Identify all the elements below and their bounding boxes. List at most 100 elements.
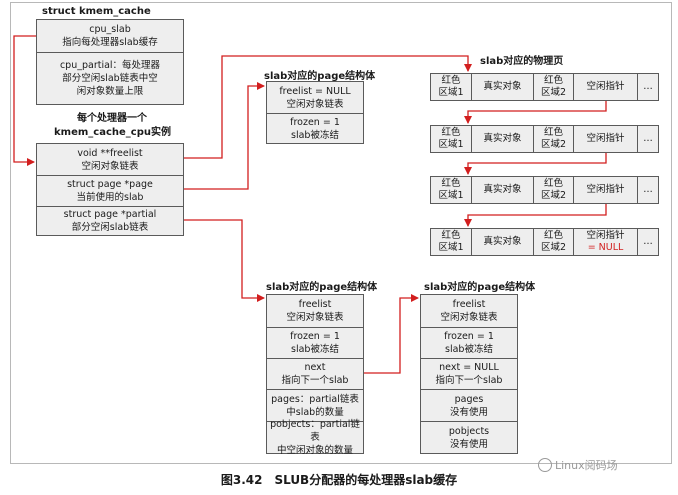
cpu-slab-arrow [13,35,36,166]
field-line: freelist [298,299,332,310]
page-struct-title: slab对应的page结构体 [264,71,376,82]
field-line: frozen = 1 [444,331,494,342]
cell-line: 区域1 [438,242,464,253]
free-pointer: 空闲指针 [573,177,637,203]
watermark: Linux阅码场 [538,457,618,473]
cell-line: 区域1 [438,190,464,201]
pages-field: pages：partial链表中slab的数量 [267,389,363,421]
field-line: pobjects [448,425,490,437]
field-line: slab被冻结 [291,129,339,141]
red-zone-2: 红色区域2 [533,126,573,152]
real-object: 真实对象 [471,126,533,152]
null-marker: = NULL [587,242,624,253]
field-line: 空闲对象链表 [81,160,139,172]
cell-line: 区域2 [540,139,567,150]
field-line: frozen = 1 [290,331,340,342]
page-freelist-field: freelist = NULL 空闲对象链表 [267,82,363,113]
freelist-field: void **freelist 空闲对象链表 [37,144,183,175]
red-zone-1: 红色区域1 [431,229,471,255]
free-pointer-null: 空闲指针= NULL [573,229,637,255]
cell-line: 空闲指针 [586,230,625,241]
field-line: 空闲对象链表 [286,98,344,110]
cell-line: 红色 [441,127,461,138]
slab-chain-arrow-3 [464,204,607,227]
kmem-cache-title: struct kmem_cache [42,6,151,17]
ellipsis-cell: … [637,229,658,255]
field-line: 部分空闲slab链表 [71,222,149,233]
watermark-text: Linux阅码场 [555,459,618,472]
cell-line: … [643,184,653,195]
red-zone-2: 红色区域2 [533,74,573,100]
cell-line: 红色 [441,178,461,189]
cell-line: 空闲指针 [586,184,625,195]
cpu-cache-title: 每个处理器一个 kmem_cache_cpu实例 [54,112,171,140]
page-arrow [184,82,265,190]
free-pointer: 空闲指针 [573,74,637,100]
field-line: struct page *page [67,179,153,190]
cell-line: 区域2 [540,87,567,98]
cell-line: 红色 [543,127,563,138]
cell-line: … [643,236,653,247]
real-object: 真实对象 [471,229,533,255]
cell-line: … [643,81,653,92]
field-line: pobjects：partial链表 [270,419,360,443]
title-line: kmem_cache_cpu实例 [54,127,171,138]
slab-chain-arrow-1 [464,101,607,124]
frozen-field: frozen = 1 slab被冻结 [421,327,517,358]
cell-line: 红色 [543,75,563,86]
page-field: struct page *page 当前使用的slab [37,175,183,206]
figure-caption: 图3.42 SLUB分配器的每处理器slab缓存 [220,473,458,487]
kmem-cache-box: cpu_slab 指向每处理器slab缓存 cpu_partial：每处理器 部… [36,19,184,105]
field-line: struct page *partial [63,209,157,220]
pobjects-field: pobjects：partial链表中空闲对象的数量 [267,419,363,456]
physical-pages-title: slab对应的物理页 [480,56,564,67]
field-line: slab被冻结 [445,344,493,355]
field-line: 没有使用 [449,406,488,418]
field-line: freelist = NULL [279,85,351,97]
field-line: frozen = 1 [290,116,340,128]
ellipsis-cell: … [637,126,658,152]
cell-line: 区域2 [540,242,567,253]
real-object: 真实对象 [471,177,533,203]
red-zone-1: 红色区域1 [431,126,471,152]
red-zone-2: 红色区域2 [533,229,573,255]
cell-line: 空闲指针 [586,133,625,144]
cpu-slab-field: cpu_slab 指向每处理器slab缓存 [37,20,183,52]
cell-line: 空闲指针 [586,81,625,92]
field-line: cpu_partial：每处理器 [59,60,161,71]
physical-slab-4: 红色区域1 真实对象 红色区域2 空闲指针= NULL … [430,228,659,256]
field-line: pages [454,393,484,405]
field-line: next = NULL [439,362,499,373]
field-line: 空闲对象链表 [286,312,344,323]
cell-line: 真实对象 [483,236,522,247]
partial-arrow [184,219,265,302]
kmem-cache-cpu-box: void **freelist 空闲对象链表 struct page *page… [36,143,184,236]
field-line: 指向每处理器slab缓存 [62,37,158,48]
cell-line: 真实对象 [483,184,522,195]
red-zone-1: 红色区域1 [431,74,471,100]
field-line: 当前使用的slab [76,192,144,203]
cell-line: 红色 [543,178,563,189]
cell-line: 真实对象 [483,81,522,92]
field-line: 没有使用 [449,438,488,450]
page-struct-box: freelist = NULL 空闲对象链表 frozen = 1 slab被冻… [266,81,364,144]
watermark-icon [538,458,552,472]
ellipsis-cell: … [637,74,658,100]
cell-line: 区域1 [438,139,464,150]
ellipsis-cell: … [637,177,658,203]
partial-field: struct page *partial 部分空闲slab链表 [37,206,183,235]
field-line: 中slab的数量 [286,406,344,418]
cell-line: 红色 [441,75,461,86]
physical-slab-3: 红色区域1 真实对象 红色区域2 空闲指针 … [430,176,659,204]
field-line: void **freelist [77,147,143,159]
field-line: next [304,362,326,373]
field-line: 空闲对象链表 [440,312,498,323]
field-line: 闲对象数量上限 [76,86,144,97]
